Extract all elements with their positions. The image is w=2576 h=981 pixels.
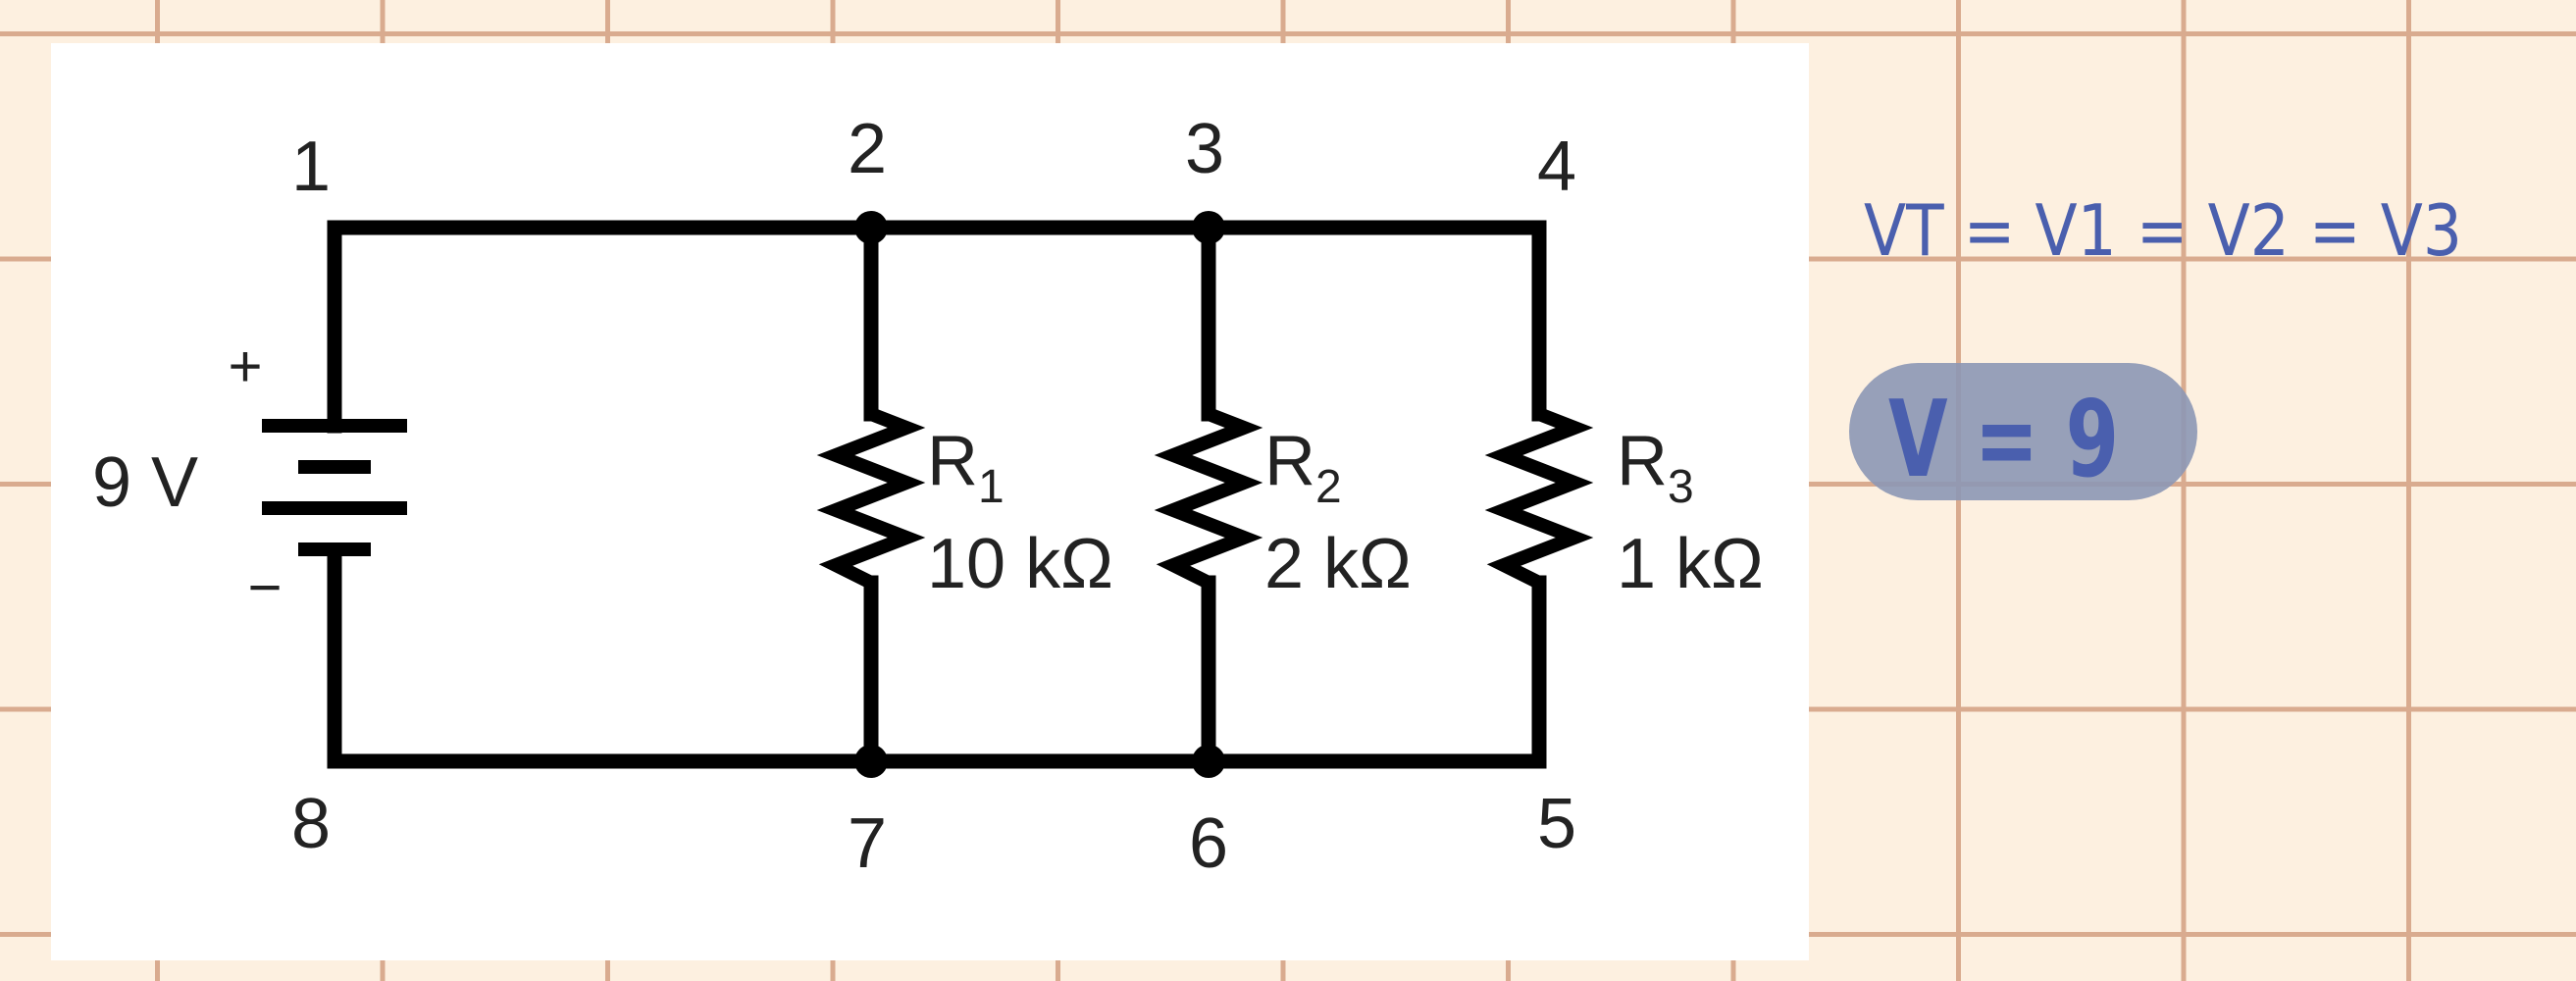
r2-name-label: R2 <box>1264 422 1342 513</box>
r3-value-label: 1 kΩ <box>1617 525 1764 603</box>
r2-value-label: 2 kΩ <box>1264 525 1412 603</box>
circuit-diagram-panel: + − 9 V R1 10 kΩ R2 2 kΩ R3 1 kΩ <box>51 43 1809 960</box>
node-label-3: 3 <box>1185 110 1224 188</box>
bottom-wire <box>327 575 1547 769</box>
r2-zigzag <box>1154 407 1263 590</box>
node-label-2: 2 <box>848 110 887 188</box>
top-wire <box>327 220 1547 422</box>
node-label-6: 6 <box>1189 804 1228 883</box>
battery-minus-sign: − <box>247 554 282 620</box>
node-label-5: 5 <box>1537 785 1576 863</box>
junction-dots <box>854 211 1225 778</box>
wires <box>327 220 1547 769</box>
r1-subscript: 1 <box>978 461 1005 513</box>
node-label-4: 4 <box>1537 128 1576 206</box>
resistor-r2: R2 2 kΩ <box>1154 407 1412 603</box>
r1-letter: R <box>927 422 978 500</box>
junction-dot-2 <box>854 211 888 244</box>
battery: + − 9 V <box>92 334 407 620</box>
parallel-circuit-diagram: + − 9 V R1 10 kΩ R2 2 kΩ R3 1 kΩ <box>92 110 1764 883</box>
node-label-8: 8 <box>291 785 331 863</box>
r3-zigzag <box>1484 407 1594 590</box>
node-label-7: 7 <box>848 804 887 883</box>
handwritten-equation: VT = V1 = V2 = V3 <box>1864 189 2462 272</box>
node-label-1: 1 <box>291 128 331 206</box>
r1-value-label: 10 kΩ <box>927 525 1113 603</box>
junction-dot-6 <box>1192 745 1225 778</box>
r2-subscript: 2 <box>1315 461 1342 513</box>
r3-name-label: R3 <box>1617 422 1694 513</box>
handwritten-notes: VT = V1 = V2 = V3 V = 9 <box>1849 189 2462 501</box>
r1-name-label: R1 <box>927 422 1005 513</box>
r3-letter: R <box>1617 422 1668 500</box>
junction-dot-7 <box>854 745 888 778</box>
battery-voltage-label: 9 V <box>92 443 198 522</box>
handwritten-result: V = 9 <box>1888 379 2119 501</box>
resistor-r1: R1 10 kΩ <box>816 407 1113 603</box>
junction-dot-3 <box>1192 211 1225 244</box>
r1-zigzag <box>816 407 926 590</box>
r3-subscript: 3 <box>1668 461 1694 513</box>
r2-letter: R <box>1264 422 1315 500</box>
resistor-r3: R3 1 kΩ <box>1484 407 1764 603</box>
result-highlight <box>1849 363 2197 500</box>
battery-plus-sign: + <box>228 334 262 399</box>
node-labels: 1 2 3 4 5 6 7 8 <box>291 110 1576 883</box>
